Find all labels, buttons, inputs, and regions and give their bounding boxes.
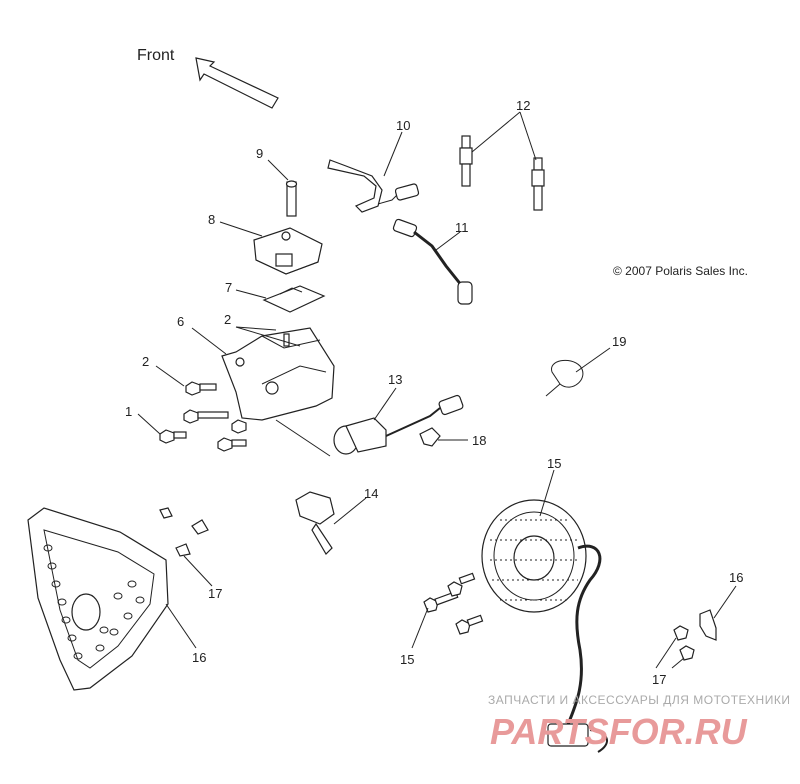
callout-18: 18: [472, 433, 486, 448]
part-5-ignition-coil: [253, 227, 323, 275]
callout-11: 14: [364, 486, 378, 501]
callout-17: 17: [208, 586, 222, 601]
part-16-cover: [27, 507, 169, 691]
part-12-stator: [481, 499, 608, 753]
callout-1: 1: [125, 404, 132, 419]
part-9-spark-plugs: [459, 135, 545, 211]
callout-3: 6: [177, 314, 184, 329]
part-15-bolts: [423, 572, 484, 635]
part-14-screws: [673, 625, 695, 661]
callout-15-label: 15: [400, 652, 414, 667]
part-2-bolt: [185, 381, 217, 396]
part-10-ignition-switch: [333, 394, 464, 455]
part-1-bolts: [159, 409, 247, 452]
callout-19: 19: [612, 334, 626, 349]
copyright-text: © 2007 Polaris Sales Inc.: [613, 264, 748, 278]
part-4-bracket: [262, 285, 326, 313]
front-arrow-icon: [195, 57, 279, 109]
part-19-cable-tie: [545, 359, 584, 397]
callout-16: 16: [192, 650, 206, 665]
part-8-spark-plug-wire: [392, 218, 473, 305]
callout-2a: 2: [142, 354, 149, 369]
part-3-mounting-plate: [221, 327, 335, 421]
callout-6: 9: [256, 146, 263, 161]
callout-7: 10: [396, 118, 410, 133]
front-label: Front: [137, 47, 175, 64]
callout-8: 11: [455, 220, 469, 235]
watermark-logo: PARTSFOR.RU: [490, 711, 748, 752]
watermark-line1: ЗАПЧАСТИ И АКСЕССУАРЫ ДЛЯ МОТОТЕХНИКИ: [488, 693, 790, 707]
callout-10: 13: [388, 372, 402, 387]
callout-5: 8: [208, 212, 215, 227]
part-11-key: [295, 491, 335, 555]
part-7-spark-plug-wire: [327, 159, 420, 213]
callout-4: 7: [225, 280, 232, 295]
part-17-clips: [159, 507, 209, 557]
part-13-wire-bracket: [699, 609, 717, 641]
callout-13: 16: [729, 570, 743, 585]
callout-14: 17: [652, 672, 666, 687]
part-6-sleeve: [285, 180, 298, 217]
callout-12: 15: [547, 456, 561, 471]
callout-2b: 2: [224, 312, 231, 327]
part-18-clip: [419, 427, 441, 447]
callout-9: 12: [516, 98, 530, 113]
